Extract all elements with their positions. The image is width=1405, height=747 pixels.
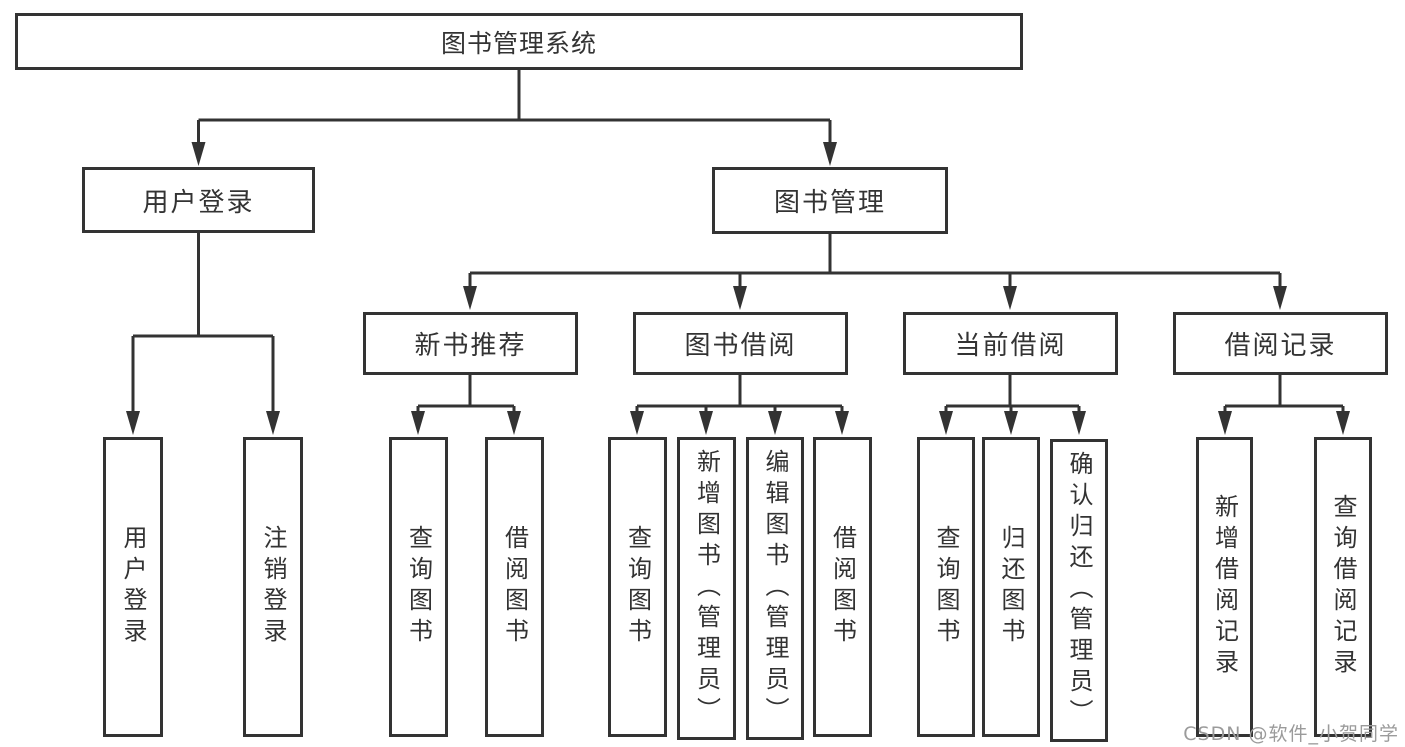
node-book-borrow-label: 图书借阅: [684, 331, 797, 361]
leaf-edit-book-admin-label: 编辑图书（管理员）: [761, 449, 789, 728]
arrowhead-icon: [939, 411, 953, 435]
connector-line: [416, 375, 516, 415]
node-borrow-records: 借阅记录: [1173, 312, 1388, 375]
node-root-label: 图书管理系统: [440, 28, 597, 58]
watermark: CSDN @软件_小贺同学: [1183, 723, 1399, 745]
connector-current-to-leaves: [939, 375, 1086, 435]
leaf-add-book-admin-label: 新增图书（管理员）: [692, 449, 721, 728]
arrowhead-icon: [1336, 411, 1350, 435]
arrowhead-icon: [191, 142, 206, 166]
node-new-book-recommend: 新书推荐: [363, 312, 578, 375]
connector-line: [1223, 375, 1345, 415]
leaf-query-borrow-record: 查询借阅记录: [1314, 437, 1372, 737]
leaf-recommend-query-book: 查询图书: [389, 437, 448, 737]
arrowhead-icon: [630, 411, 644, 435]
arrowhead-icon: [1072, 411, 1086, 435]
connector-borrow-to-leaves: [630, 375, 849, 435]
leaf-add-book-admin: 新增图书（管理员）: [677, 437, 736, 740]
leaf-return-book-label: 归还图书: [997, 525, 1025, 649]
leaf-add-borrow-record-label: 新增借阅记录: [1210, 494, 1239, 680]
connector-recommend-to-leaves: [411, 375, 521, 435]
arrowhead-icon: [463, 286, 477, 310]
node-borrow-records-label: 借阅记录: [1224, 331, 1337, 361]
connector-root-to-level2: [191, 70, 837, 166]
arrowhead-icon: [507, 411, 521, 435]
leaf-add-borrow-record: 新增借阅记录: [1196, 437, 1253, 737]
arrowhead-icon: [699, 411, 713, 435]
connector-line: [131, 233, 275, 415]
connector-management-to-level3: [463, 234, 1287, 310]
leaf-confirm-return-admin: 确认归还（管理员）: [1050, 439, 1108, 742]
arrowhead-icon: [733, 286, 747, 310]
node-current-borrow-label: 当前借阅: [954, 331, 1067, 361]
connector-line: [944, 375, 1081, 415]
leaf-borrow-query-book: 查询图书: [608, 437, 667, 737]
node-book-management-label: 图书管理: [773, 188, 886, 218]
node-current-borrow: 当前借阅: [903, 312, 1118, 375]
leaf-confirm-return-admin-label: 确认归还（管理员）: [1065, 451, 1093, 730]
node-new-book-recommend-label: 新书推荐: [414, 331, 527, 361]
leaf-edit-book-admin: 编辑图书（管理员）: [746, 437, 804, 740]
connector-line: [468, 234, 1282, 290]
arrowhead-icon: [411, 411, 425, 435]
leaf-return-book: 归还图书: [982, 437, 1040, 737]
leaf-recommend-borrow-book-label: 借阅图书: [500, 525, 529, 649]
connector-line: [635, 375, 844, 415]
node-book-borrow: 图书借阅: [633, 312, 848, 375]
arrowhead-icon: [768, 411, 782, 435]
arrowhead-icon: [1218, 411, 1232, 435]
arrowhead-icon: [823, 142, 837, 166]
node-book-management: 图书管理: [712, 167, 948, 234]
leaf-user-login: 用户登录: [103, 437, 163, 737]
leaf-logout-label: 注销登录: [259, 525, 287, 649]
leaf-recommend-borrow-book: 借阅图书: [485, 437, 544, 737]
node-user-login: 用户登录: [82, 167, 315, 233]
leaf-recommend-query-book-label: 查询图书: [404, 525, 433, 649]
leaf-current-query-book: 查询图书: [917, 437, 975, 737]
arrowhead-icon: [126, 411, 140, 435]
leaf-current-query-book-label: 查询图书: [932, 525, 960, 649]
connector-line: [197, 70, 832, 146]
arrowhead-icon: [835, 411, 849, 435]
arrowhead-icon: [1003, 286, 1017, 310]
leaf-borrow-borrow-book: 借阅图书: [813, 437, 872, 737]
node-root: 图书管理系统: [15, 13, 1023, 70]
node-user-login-label: 用户登录: [142, 187, 255, 218]
arrowhead-icon: [1273, 286, 1287, 310]
leaf-user-login-label: 用户登录: [119, 525, 147, 649]
connector-login-to-leaves: [126, 233, 280, 435]
connector-records-to-leaves: [1218, 375, 1350, 435]
arrowhead-icon: [266, 411, 280, 435]
arrowhead-icon: [1004, 411, 1018, 435]
leaf-borrow-query-book-label: 查询图书: [623, 525, 652, 649]
leaf-borrow-borrow-book-label: 借阅图书: [828, 525, 857, 649]
leaf-logout: 注销登录: [243, 437, 303, 737]
leaf-query-borrow-record-label: 查询借阅记录: [1329, 494, 1357, 680]
